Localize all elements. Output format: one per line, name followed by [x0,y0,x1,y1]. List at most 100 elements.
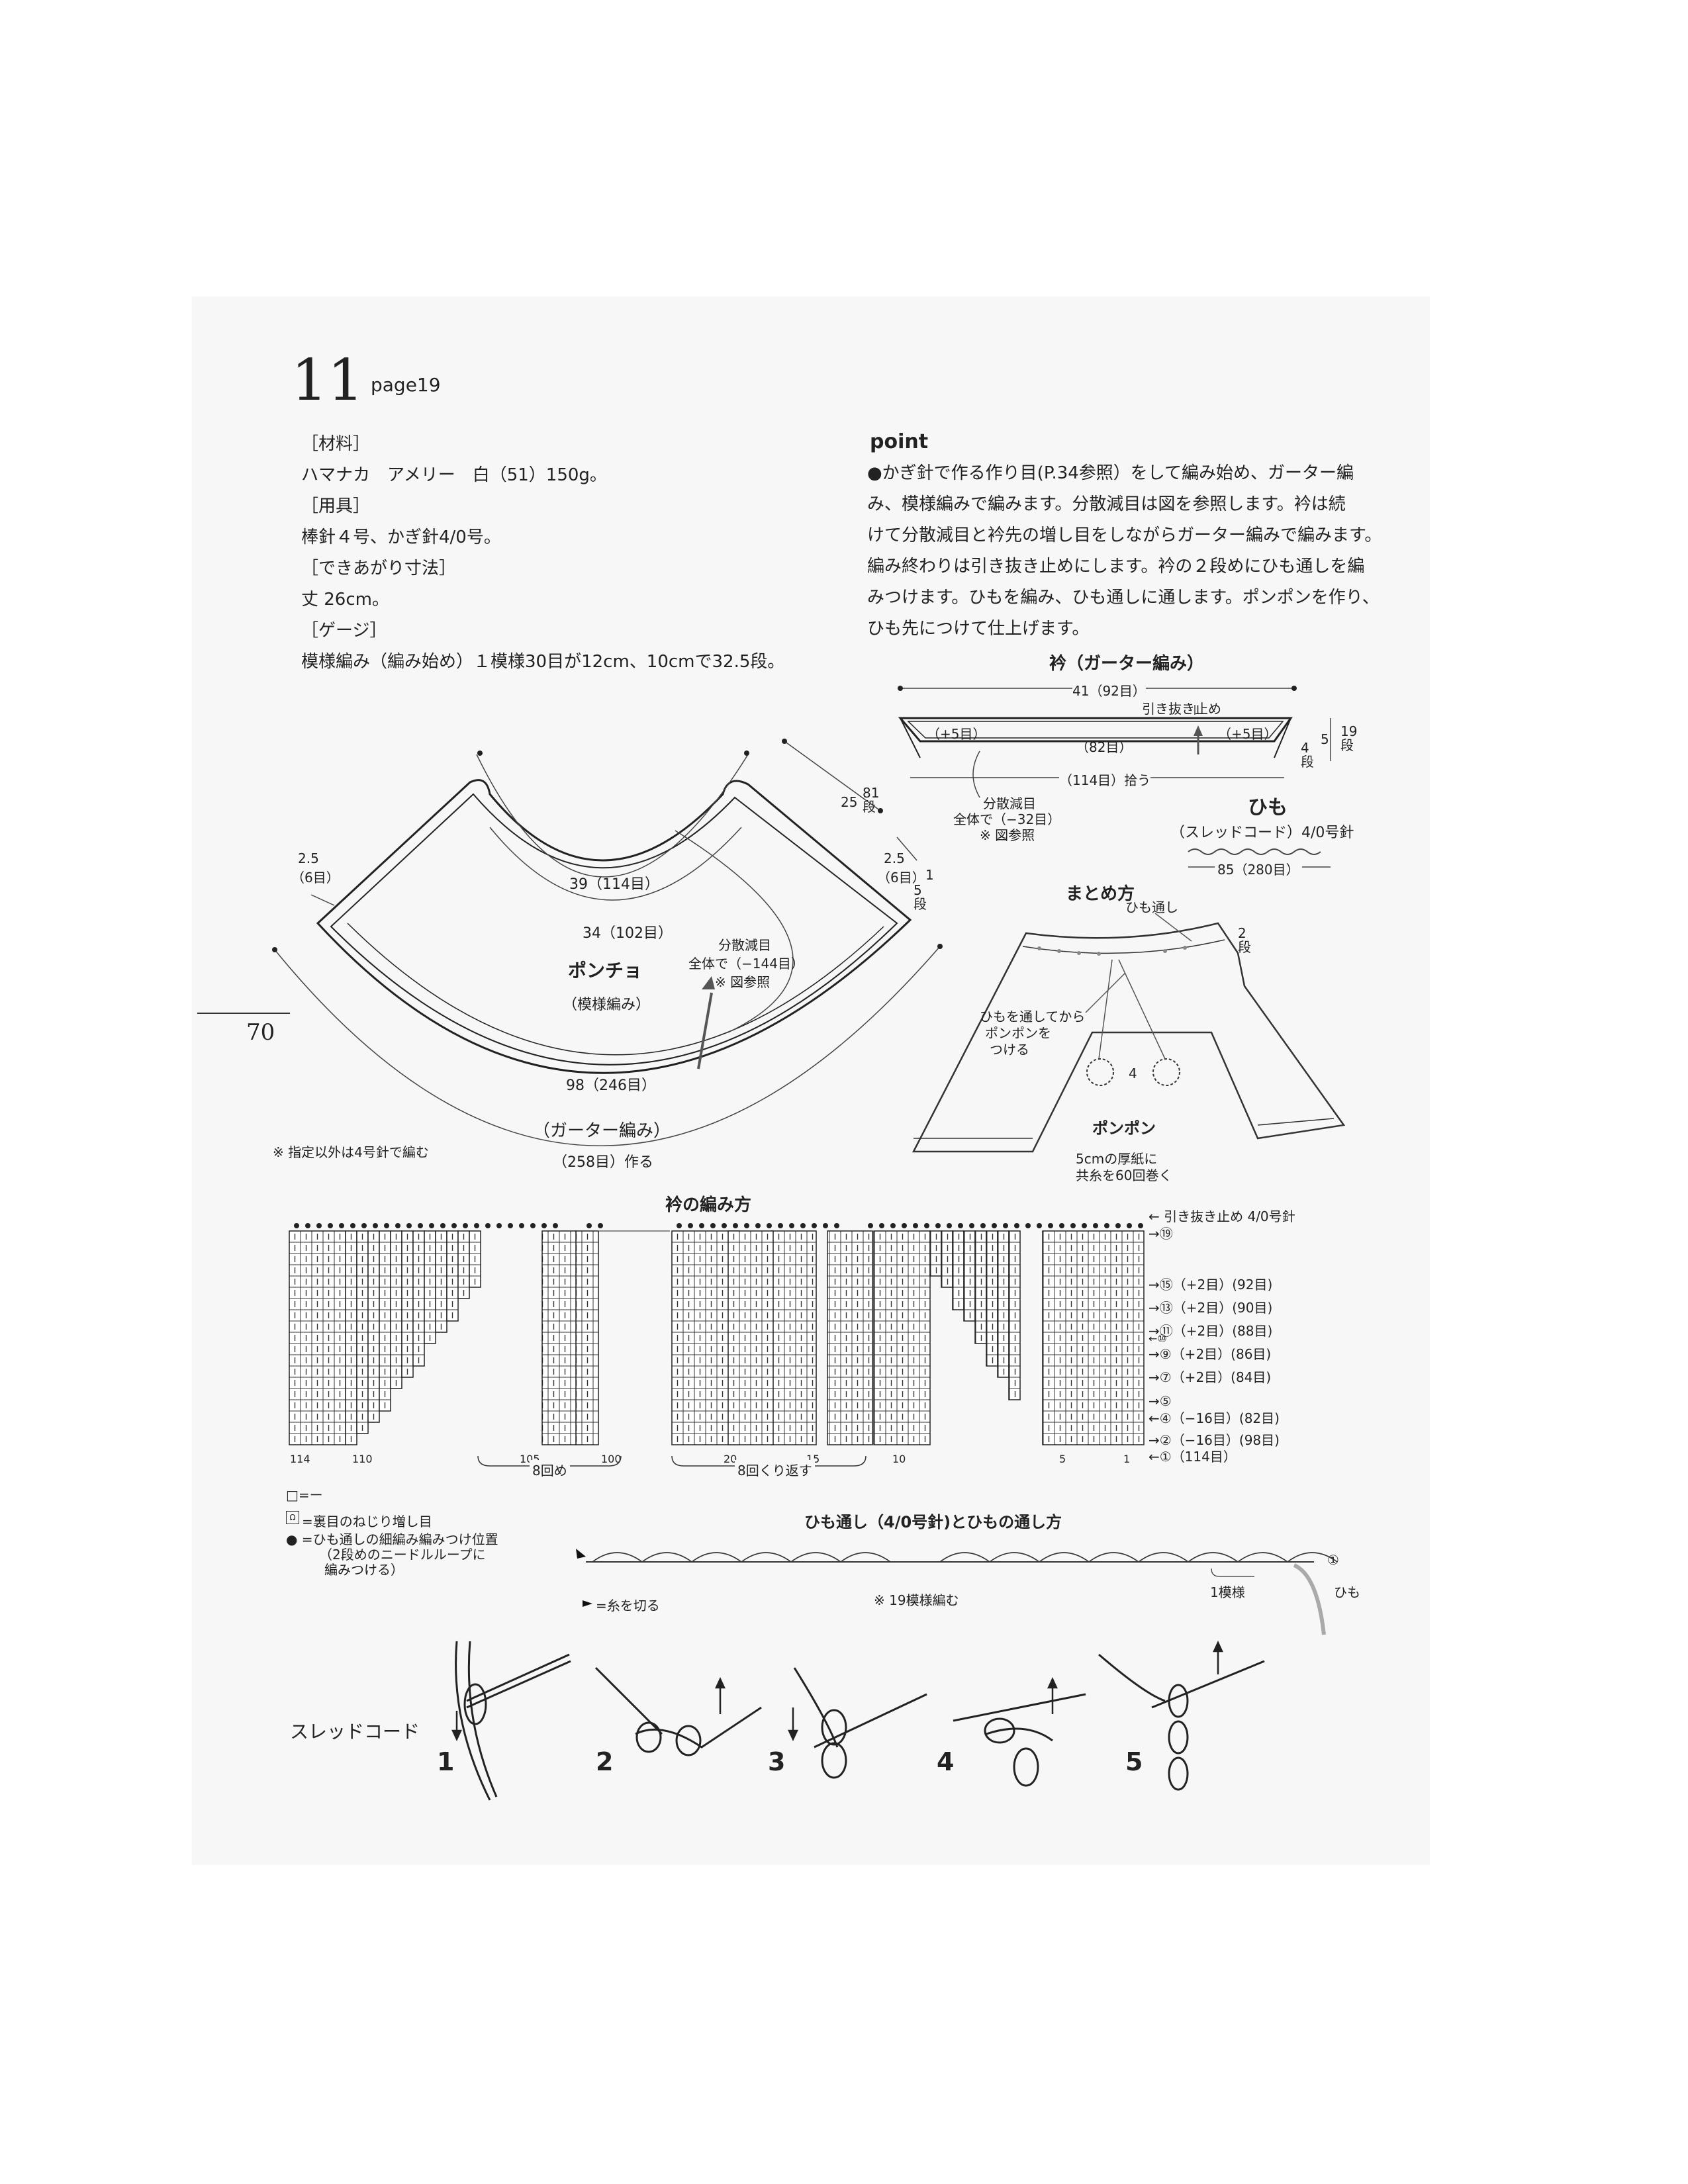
chart-cell-block [771,1230,817,1445]
point-line: みつけます。ひもを編み、ひも通しに通します。ポンポンを作り、 [867,588,1380,608]
loop-position-dot [496,1223,502,1228]
loop-position-dot [395,1223,400,1228]
cord-subtitle: （スレッドコード）4/0号針 [1170,825,1354,841]
chart-cell-block [1008,1230,1021,1400]
loop-position-dot [924,1223,929,1228]
loop-position-dot [586,1223,592,1228]
chart-cell-block [727,1230,774,1445]
legend-item: =裏目のねじり増し目 [302,1514,432,1529]
loop-scallop [1138,1552,1189,1563]
loop-position-dot [913,1223,918,1228]
loop-position-dot [508,1223,513,1228]
pompom-note: 共糸を60回巻く [1076,1167,1172,1183]
loop-position-dot [1093,1223,1098,1228]
point-line: ●かぎ針で作る作り目(P.34参照）をして編み始め、ガーター編 [867,463,1354,483]
loop-scallop [1237,1552,1288,1563]
point-line: けて分散減目と衿先の増し目をしながらガーター編みで編みます。 [867,525,1382,545]
loop-position-dot [789,1223,794,1228]
loop-position-dot [688,1223,693,1228]
loop-scallop [790,1552,841,1563]
legend-item: 編みつける） [324,1562,404,1578]
loop-position-dot [429,1223,434,1228]
row-label: ←①（114目） [1149,1449,1237,1465]
loop-scallop [840,1552,891,1563]
loop-position-dot [958,1223,963,1228]
loop-position-dot [553,1223,558,1228]
loop-position-dot [677,1223,682,1228]
collar-dec: 全体で（−32目） [953,811,1061,827]
collar-width-label: 41（92目） [1072,680,1146,700]
collar-inner [907,721,1284,739]
cord-length: 85（280目） [1215,859,1302,878]
assembly-note: つける [990,1042,1029,1058]
loop-scallop [1039,1552,1090,1563]
loop-position-dot [868,1223,873,1228]
poncho-outer [316,779,912,1074]
loop-position-dot [902,1223,907,1228]
length-label: 25 [841,794,858,810]
cord-title: ひも [1248,796,1288,819]
loop-position-dot [1070,1223,1076,1228]
repeat-label: 8回め [530,1460,570,1479]
loop-position-dot [1048,1223,1053,1228]
collar-inc-right: （+5目） [1218,726,1278,742]
collar-inc-left: （+5目） [927,726,986,742]
row-label: ←⑩ [1149,1332,1167,1345]
repeat-label: 8回くり返す [735,1460,815,1479]
page-reference: page19 [371,374,441,396]
decrease-note: 全体で（−144目） [688,956,804,972]
loop-scallop [989,1552,1040,1563]
materials-line: 模様編み（編み始め）１模様30目が12cm、10cmで32.5段。 [301,652,785,672]
loop-position-dot [1104,1223,1109,1228]
point-line: 編み終わりは引き抜き止めにします。衿の２段めにひも通しを編 [867,557,1365,576]
loop-position-dot [361,1223,367,1228]
chart-cell-block [289,1230,346,1445]
col-number: 10 [892,1453,906,1465]
loop-scallop [741,1552,792,1563]
garter-label: （ガーター編み） [533,1121,671,1141]
loop-position-dot [778,1223,783,1228]
collar-title: 衿（ガーター編み） [1049,654,1205,674]
chart-cell-block [541,1230,577,1445]
neck-arc-114 [476,754,749,878]
loop-position-dot [463,1223,468,1228]
poncho-garter-line [347,923,884,1056]
loop-position-dot [384,1223,389,1228]
loop-position-dot [890,1223,896,1228]
col-number: 114 [290,1453,310,1465]
legend-item: □=ー [286,1487,323,1503]
pompom-note: 5cmの厚紙に [1076,1151,1158,1167]
row-label: ←④（−16目）(82目) [1149,1410,1280,1426]
loop-position-dot [328,1223,333,1228]
twisted-increase-icon: Ω [286,1511,299,1524]
step-number: 3 [768,1747,786,1776]
loop-position-dot [350,1223,355,1228]
side-right-rows: （6目） [877,870,925,886]
point-block: ●かぎ針で作る作り目(P.34参照）をして編み始め、ガーター編 み、模様編みで編… [867,458,1382,645]
loop-title: ひも通し（4/0号針)とひもの通し方 [804,1513,1062,1531]
knit-direction-arrow [697,992,713,1069]
length-dim-line [784,741,881,811]
pattern-number: 11 [291,347,364,414]
col-number: 1 [1123,1453,1131,1465]
chart-cell-block [873,1230,931,1445]
loop-position-dot [800,1223,806,1228]
point-line: ひも先につけて仕上げます。 [867,619,1090,639]
hem-rows: 5段 [914,882,927,912]
loop-cord-label: ひも [1334,1584,1360,1600]
loop-position-dot [316,1223,322,1228]
page-number: 70 [246,1019,275,1046]
col-number: 100 [601,1453,622,1465]
hem-dim-line [896,837,917,861]
step-number: 4 [937,1747,955,1776]
loop-position-dot [992,1223,997,1228]
needle-note: ※ 指定以外は4号針で編む [273,1144,429,1160]
materials-line: ［ゲージ］ [301,621,387,641]
loop-position-dot [519,1223,524,1228]
loop-position-dot [710,1223,716,1228]
point-line: み、模様編みで編みます。分散減目は図を参照します。衿は続 [867,494,1346,514]
collar-pickup: （114目）拾う [1059,770,1151,789]
